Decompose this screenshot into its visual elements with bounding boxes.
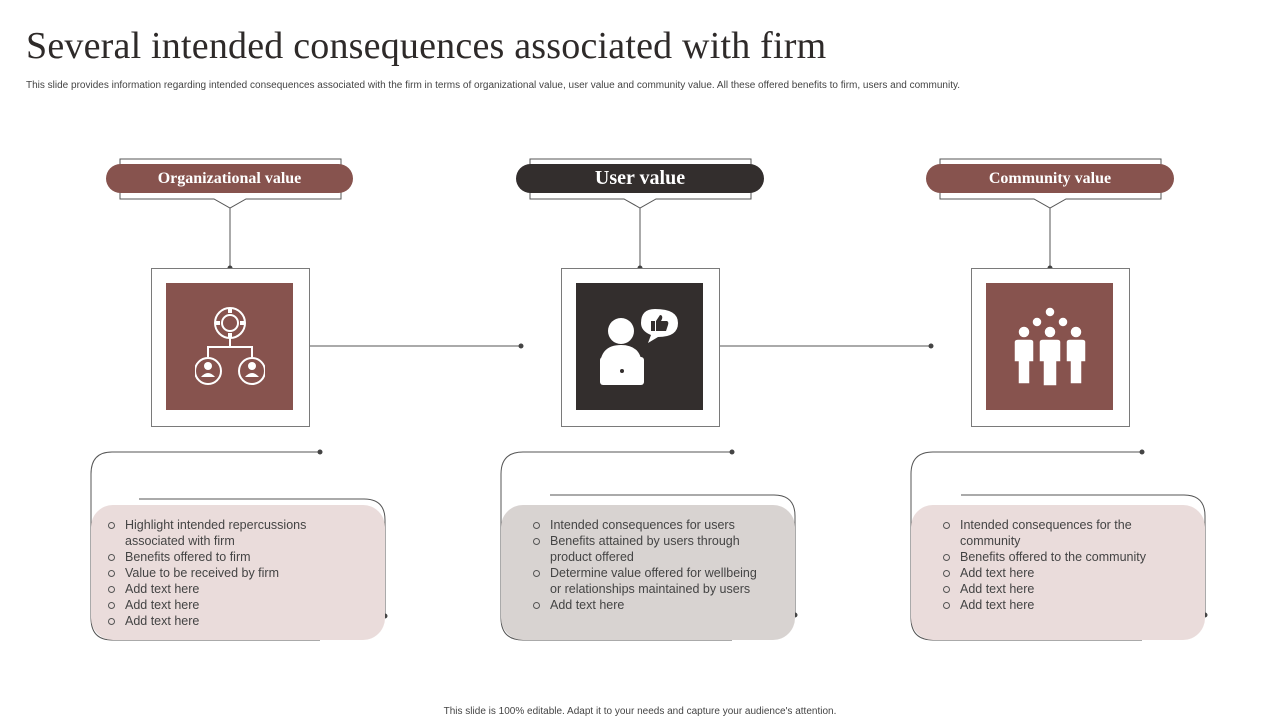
list-item: Value to be received by firm — [106, 565, 336, 581]
organizational-value-box — [91, 505, 385, 640]
list-item: Intended consequences for the community — [941, 517, 1181, 549]
org-structure-icon — [166, 283, 293, 410]
community-value-label: Community value — [926, 164, 1174, 193]
list-item: Determine value offered for wellbeing or… — [531, 565, 766, 597]
list-item: Add text here — [941, 581, 1181, 597]
footer-note: This slide is 100% editable. Adapt it to… — [443, 706, 837, 717]
list-item: Add text here — [941, 597, 1181, 613]
list-item: Add text here — [106, 581, 336, 597]
community-value-list: Intended consequences for the community … — [941, 517, 1181, 613]
user-value-icon-box — [561, 268, 720, 427]
user-value-list: Intended consequences for users Benefits… — [531, 517, 766, 613]
community-group-icon — [986, 283, 1113, 410]
user-value-label: User value — [516, 164, 764, 193]
user-value-box — [501, 505, 795, 640]
list-item: Intended consequences for users — [531, 517, 766, 533]
list-item: Highlight intended repercussions associa… — [106, 517, 336, 549]
organizational-value-icon-box — [151, 268, 310, 427]
organizational-value-list: Highlight intended repercussions associa… — [106, 517, 336, 629]
list-item: Benefits offered to the community — [941, 549, 1181, 565]
list-item: Benefits attained by users through produ… — [531, 533, 766, 565]
user-laptop-like-icon — [576, 283, 703, 410]
list-item: Add text here — [941, 565, 1181, 581]
list-item: Add text here — [106, 613, 336, 629]
list-item: Add text here — [531, 597, 766, 613]
organizational-value-label: Organizational value — [106, 164, 353, 193]
page-title: Several intended consequences associated… — [26, 25, 827, 67]
community-value-icon-box — [971, 268, 1130, 427]
list-item: Benefits offered to firm — [106, 549, 336, 565]
list-item: Add text here — [106, 597, 336, 613]
page-subtitle: This slide provides information regardin… — [26, 80, 961, 91]
community-value-box — [911, 505, 1205, 640]
